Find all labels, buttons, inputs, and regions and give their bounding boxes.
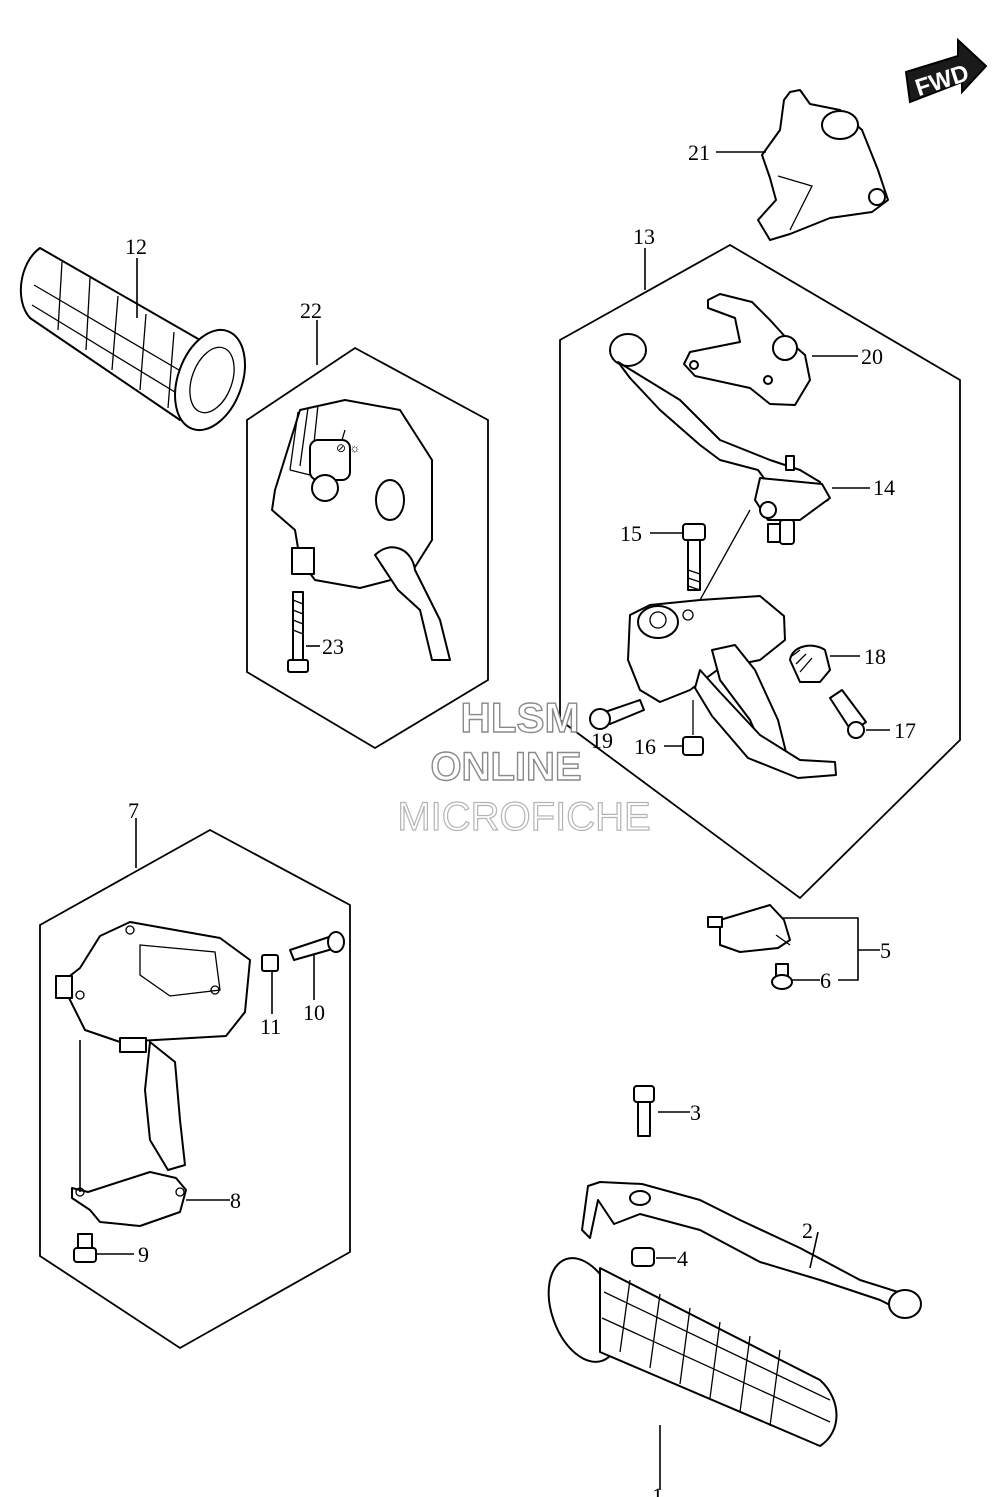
callout-1: 1	[652, 1483, 663, 1497]
callout-11: 11	[260, 1014, 281, 1039]
watermark-line-2: ONLINE	[430, 745, 581, 789]
nut-11-part	[261, 954, 279, 972]
brake-lever-13-part	[609, 333, 837, 779]
callout-13: 13	[633, 224, 655, 249]
watermark-line-3: MICROFICHE	[397, 795, 650, 839]
callout-3: 3	[690, 1100, 701, 1125]
callout-7: 7	[128, 798, 139, 823]
callout-10: 10	[303, 1000, 325, 1025]
throttle-housing-7-part	[55, 921, 251, 1171]
assembly-box-13	[559, 243, 961, 900]
callout-23: 23	[322, 634, 344, 659]
watermark: HLSM ONLINE MICROFICHE	[397, 693, 652, 839]
assembly-box-7	[39, 828, 351, 1350]
fwd-arrow-badge: FWD	[904, 37, 988, 104]
cap-18-part	[789, 644, 831, 683]
callout-6: 6	[820, 968, 831, 993]
svg-text:⊘ ☼: ⊘ ☼	[336, 441, 360, 455]
grip-right-part	[547, 1257, 838, 1447]
screw-6-part	[771, 963, 793, 990]
callout-9: 9	[138, 1242, 149, 1267]
assembly-box-22	[246, 346, 489, 750]
screw-19-part	[589, 699, 645, 730]
bolt-17-part	[829, 689, 867, 739]
lever-cover-part	[757, 89, 889, 241]
callout-4: 4	[677, 1246, 688, 1271]
callout-19: 19	[591, 728, 613, 753]
watermark-line-1: HLSM	[461, 694, 580, 741]
grip-left-part	[19, 247, 246, 432]
nut-16-part	[682, 700, 704, 756]
callout-labels: 1 2 3 4 5 6 7 8 9 10 11 12 13 14 15 16 1…	[125, 140, 916, 1497]
callout-16: 16	[634, 734, 656, 759]
cover-plate-8-part	[71, 1171, 187, 1227]
callout-18: 18	[864, 644, 886, 669]
clip-bracket-part	[683, 293, 811, 406]
callout-14: 14	[873, 475, 895, 500]
callout-2: 2	[802, 1218, 813, 1243]
bolt-10-part	[289, 931, 345, 961]
callout-17: 17	[894, 718, 916, 743]
pivot-14-part	[767, 519, 795, 545]
callout-21: 21	[688, 140, 710, 165]
handlebar-switch-part: ⊘ ☼	[271, 399, 451, 661]
callout-20: 20	[861, 344, 883, 369]
fwd-label: FWD	[912, 59, 972, 102]
callout-8: 8	[230, 1188, 241, 1213]
lever-2-part	[581, 1181, 922, 1319]
callout-22: 22	[300, 298, 322, 323]
pivot-bolt-15-part	[682, 523, 706, 591]
brake-switch-5-part	[707, 904, 791, 953]
bolt-3-part	[633, 1085, 655, 1137]
callout-5: 5	[880, 938, 891, 963]
callout-15: 15	[620, 521, 642, 546]
nut-4-part	[631, 1247, 655, 1267]
screw-23-part	[287, 591, 309, 673]
callout-12: 12	[125, 234, 147, 259]
leader-lines	[79, 151, 890, 1490]
screw-9-part	[73, 1233, 97, 1263]
